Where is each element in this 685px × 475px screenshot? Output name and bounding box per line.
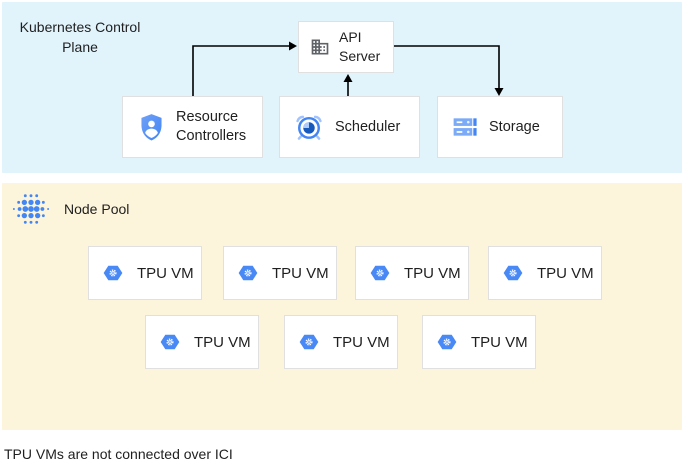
tpu-hexagon-icon	[298, 331, 320, 353]
tpu-hexagon-icon	[369, 262, 391, 284]
tpu-vm-box: TPU VM	[145, 315, 259, 369]
tpu-vm-label: TPU VM	[404, 264, 461, 282]
tpu-vm-label: TPU VM	[333, 333, 390, 351]
node-pool-panel	[2, 183, 682, 430]
resource-controllers-label: Resource Controllers	[176, 109, 247, 144]
node-pool-label: Node Pool	[64, 201, 130, 217]
tpu-vm-label: TPU VM	[272, 264, 329, 282]
tpu-vm-box: TPU VM	[355, 246, 469, 300]
tpu-vm-box: TPU VM	[488, 246, 602, 300]
tpu-vm-label: TPU VM	[471, 333, 528, 351]
tpu-vm-box: TPU VM	[223, 246, 337, 300]
scheduler-box: Scheduler	[279, 96, 420, 158]
tpu-hexagon-icon	[237, 262, 259, 284]
scheduler-label: Scheduler	[335, 118, 401, 135]
resource-controllers-box: Resource Controllers	[122, 96, 263, 158]
tpu-vm-label: TPU VM	[137, 264, 194, 282]
tpu-vm-box: TPU VM	[284, 315, 398, 369]
storage-box: Storage	[437, 96, 563, 158]
tpu-vm-label: TPU VM	[537, 264, 594, 282]
alarm-clock-icon	[294, 112, 324, 142]
building-icon	[310, 37, 330, 57]
tpu-hexagon-icon	[102, 262, 124, 284]
api-server-label: API Server	[339, 29, 381, 64]
caption: TPU VMs are not connected over ICI	[4, 446, 233, 462]
storage-disks-icon	[452, 114, 478, 140]
tpu-hexagon-icon	[159, 331, 181, 353]
tpu-vm-label: TPU VM	[194, 333, 251, 351]
tpu-hexagon-icon	[502, 262, 524, 284]
tpu-vm-box: TPU VM	[88, 246, 202, 300]
api-server-box: API Server	[298, 21, 394, 73]
tpu-vm-box: TPU VM	[422, 315, 536, 369]
shield-user-icon	[138, 113, 165, 142]
storage-label: Storage	[489, 118, 540, 135]
control-plane-title: Kubernetes Control Plane	[19, 19, 141, 55]
dot-cluster-icon	[12, 190, 50, 228]
tpu-hexagon-icon	[436, 331, 458, 353]
